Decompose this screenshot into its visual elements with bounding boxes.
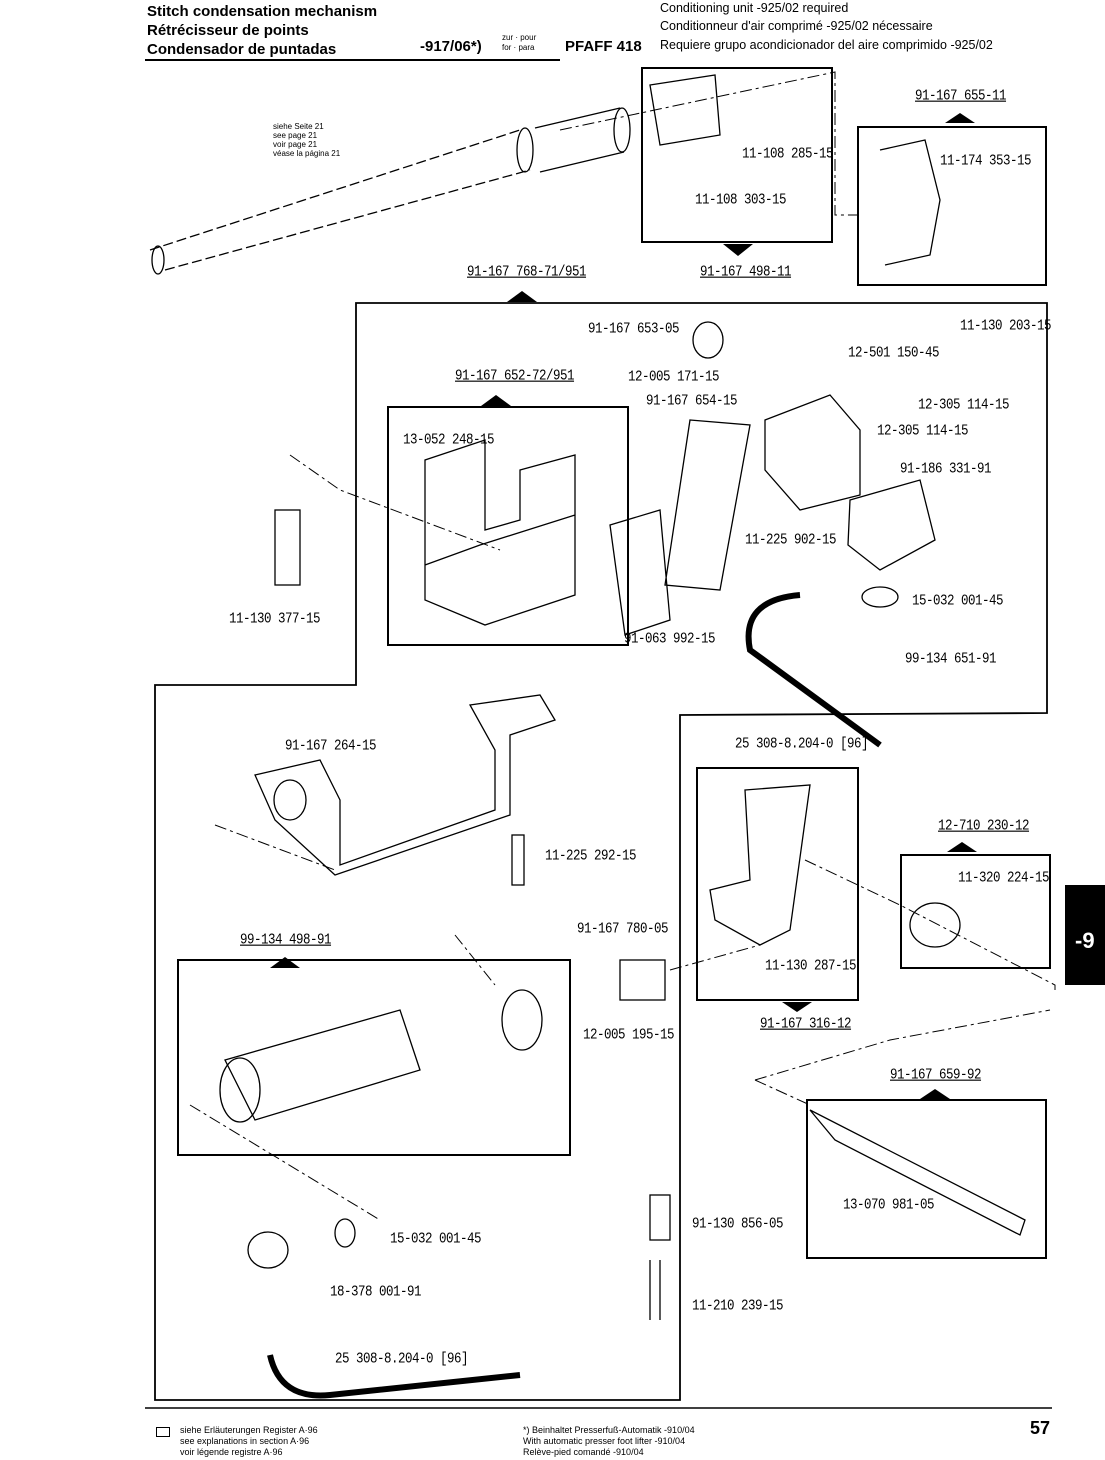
part-label[interactable]: 91-063 992-15: [624, 630, 716, 648]
part-label[interactable]: 91-130 856-05: [692, 1215, 784, 1233]
part-label[interactable]: 99-134 498-91: [240, 931, 332, 949]
part-label[interactable]: 91-167 653-05: [588, 320, 680, 338]
part-label[interactable]: 91-167 768-71/951: [467, 263, 587, 281]
footnote-de: *) Beinhaltet Presserfuß-Automatik -910/…: [523, 1425, 695, 1435]
part-label[interactable]: 91-167 316-12: [760, 1015, 852, 1033]
main-region: [154, 302, 1048, 1401]
see-page-note: siehe Seite 21 see page 21 voir page 21 …: [273, 122, 340, 158]
box-pin: [806, 1099, 1047, 1259]
part-label[interactable]: 11-108 285-15: [742, 145, 834, 163]
section-tab-bg: [1065, 885, 1105, 985]
footnote-en: With automatic presser foot lifter -910/…: [523, 1436, 686, 1446]
legend-en: see explanations in section A·96: [180, 1436, 310, 1446]
see-page-de: siehe Seite 21: [273, 122, 324, 131]
part-label[interactable]: 11-130 377-15: [229, 610, 321, 628]
box-block: [387, 406, 629, 646]
part-label[interactable]: 11-130 203-15: [960, 317, 1052, 335]
box-upper-clamp: [641, 67, 833, 243]
part-label[interactable]: 12-501 150-45: [848, 344, 940, 362]
footer-legend: siehe Erläuterungen Register A·96 see ex…: [180, 1425, 318, 1458]
see-page-fr: voir page 21: [273, 140, 318, 149]
page-number: 57: [1030, 1418, 1051, 1438]
part-label[interactable]: 91-167 659-92: [890, 1066, 982, 1084]
note-en: Conditioning unit -925/02 required: [660, 1, 849, 15]
part-label[interactable]: 91-167 655-11: [915, 87, 1007, 105]
part-label[interactable]: 11-225 902-15: [745, 531, 837, 549]
footer-footnote: *) Beinhaltet Presserfuß-Automatik -910/…: [523, 1425, 695, 1458]
part-label[interactable]: 11-174 353-15: [940, 152, 1032, 170]
section-tab: -9: [1075, 928, 1095, 953]
box-collar: [900, 854, 1051, 969]
title-fr: Rétrécisseur de points: [147, 22, 309, 39]
part-label[interactable]: 15-032 001-45: [912, 592, 1004, 610]
part-label[interactable]: 91-167 654-15: [646, 392, 738, 410]
part-label[interactable]: 11-130 287-15: [765, 957, 857, 975]
part-label[interactable]: 91-167 780-05: [577, 920, 669, 938]
part-label[interactable]: 12-305 114-15: [877, 422, 969, 440]
part-label[interactable]: 15-032 001-45: [390, 1230, 482, 1248]
part-label[interactable]: 13-070 981-05: [843, 1196, 935, 1214]
part-label[interactable]: 11-210 239-15: [692, 1297, 784, 1315]
legend-de: siehe Erläuterungen Register A·96: [180, 1425, 318, 1435]
see-page-en: see page 21: [273, 131, 318, 140]
note-es: Requiere grupo acondicionador del aire c…: [660, 38, 993, 52]
for-label-2: for · para: [502, 43, 535, 52]
see-page-es: véase la página 21: [273, 149, 341, 158]
legend-fr: voir légende registre A·96: [180, 1447, 283, 1457]
for-label-1: zur · pour: [502, 33, 537, 42]
part-label[interactable]: 91-167 264-15: [285, 737, 377, 755]
part-label[interactable]: 11-225 292-15: [545, 847, 637, 865]
model-code: -917/06*): [420, 38, 482, 55]
note-fr: Conditionneur d'air comprimé -925/02 néc…: [660, 19, 933, 33]
footnote-fr: Relève-pied comandé -910/04: [523, 1447, 644, 1457]
legend-box-icon: [156, 1427, 170, 1437]
part-label[interactable]: 25 308-8.204-0 [96]: [735, 735, 869, 753]
part-label[interactable]: 11-320 224-15: [958, 869, 1050, 887]
box-cylinder: [177, 959, 571, 1156]
title-en: Stitch condensation mechanism: [147, 3, 378, 20]
box-crank: [857, 126, 1047, 286]
part-label[interactable]: 18-378 001-91: [330, 1283, 422, 1301]
part-label[interactable]: 91-186 331-91: [900, 460, 992, 478]
part-label[interactable]: 13-052 248-15: [403, 431, 495, 449]
part-label[interactable]: 12-005 171-15: [628, 368, 720, 386]
part-label[interactable]: 12-005 195-15: [583, 1026, 675, 1044]
part-label[interactable]: 99-134 651-91: [905, 650, 997, 668]
part-label[interactable]: 12-305 114-15: [918, 396, 1010, 414]
part-label[interactable]: 25 308-8.204-0 [96]: [335, 1350, 469, 1368]
part-label[interactable]: 11-108 303-15: [695, 191, 787, 209]
part-label[interactable]: 91-167 652-72/951: [455, 367, 575, 385]
title-es: Condensador de puntadas: [147, 41, 337, 58]
box-lever: [696, 767, 859, 1001]
part-label[interactable]: 91-167 498-11: [700, 263, 792, 281]
part-label[interactable]: 12-710 230-12: [938, 817, 1030, 835]
machine-name: PFAFF 418: [565, 38, 642, 55]
